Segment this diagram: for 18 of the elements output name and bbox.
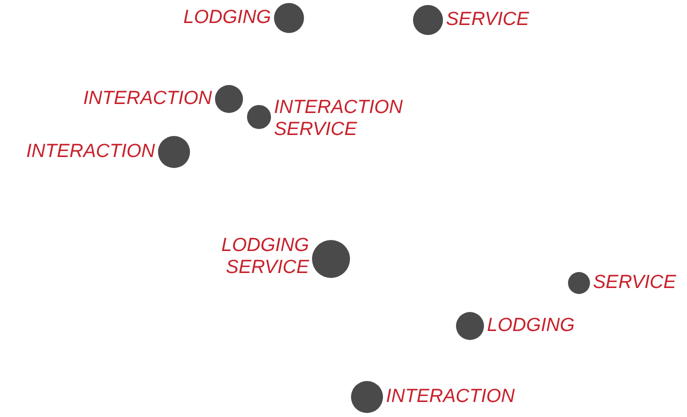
point-label: INTERACTION (386, 386, 516, 408)
data-point (568, 272, 590, 294)
data-point (413, 5, 443, 35)
point-label: LODGING (487, 315, 576, 337)
data-point (274, 3, 304, 33)
data-point (312, 240, 350, 278)
data-point (215, 85, 243, 113)
data-point (456, 312, 484, 340)
point-label: SERVICE (593, 272, 678, 294)
point-label: SERVICE (446, 9, 530, 31)
point-label: INTERACTION SERVICE (274, 97, 404, 141)
data-point (247, 105, 271, 129)
data-point (158, 136, 190, 168)
point-label: INTERACTION (82, 88, 212, 110)
point-label: LODGING SERVICE (220, 235, 309, 279)
point-label: LODGING (182, 7, 271, 29)
data-point (351, 381, 383, 413)
point-label: INTERACTION (25, 141, 155, 163)
